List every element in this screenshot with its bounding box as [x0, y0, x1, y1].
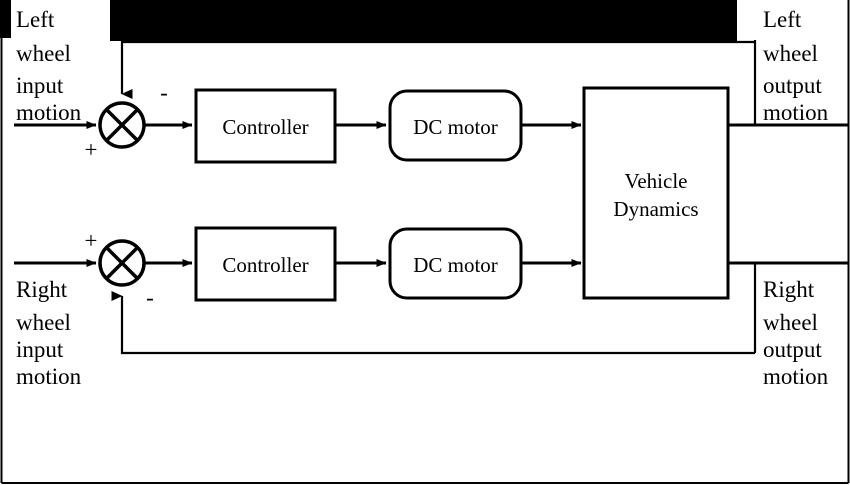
label-left-output-line3: output: [763, 73, 822, 98]
block-vehicle-dynamics: Vehicle Dynamics: [582, 86, 730, 300]
wire-bottom-feedback: [111, 291, 755, 355]
block-dcmotor-bottom-label: DC motor: [413, 253, 498, 277]
label-right-output-line2: wheel: [763, 310, 818, 335]
label-left-input-line2: wheel: [16, 41, 71, 66]
label-left-input-line3: input: [16, 73, 64, 98]
label-left-input-line1: Left: [16, 7, 55, 32]
sum-bottom: [98, 239, 146, 287]
block-dcmotor-top: DC motor: [388, 89, 523, 162]
sum-bottom-plus-sign: +: [85, 228, 98, 253]
block-dcmotor-bottom: DC motor: [388, 227, 523, 300]
sum-top-plus-sign: +: [85, 137, 98, 162]
label-right-output-line4: motion: [763, 364, 829, 389]
block-controller-bottom-label: Controller: [222, 253, 308, 277]
label-left-wheel-output-motion: Left wheel output motion: [763, 7, 829, 125]
label-right-input-line2: wheel: [16, 310, 71, 335]
sum-bottom-minus-sign: -: [146, 285, 154, 310]
sum-top-minus-sign: -: [160, 80, 168, 105]
label-right-input-line1: Right: [16, 277, 68, 302]
label-left-output-line2: wheel: [763, 41, 818, 66]
label-left-input-line4: motion: [16, 100, 82, 125]
label-left-output-line4: motion: [763, 100, 829, 125]
redaction-bar: [110, 0, 737, 41]
block-controller-top-label: Controller: [222, 115, 308, 139]
label-right-input-line3: input: [16, 337, 64, 362]
label-right-output-line3: output: [763, 337, 822, 362]
label-left-wheel-input-motion: Left wheel input motion: [16, 7, 82, 125]
label-right-input-line4: motion: [16, 364, 82, 389]
block-vehicle-dynamics-label-line2: Dynamics: [613, 197, 698, 221]
label-right-wheel-input-motion: Right wheel input motion: [16, 277, 82, 389]
sum-top: [98, 101, 146, 149]
block-dcmotor-top-label: DC motor: [413, 115, 498, 139]
wire-top-feedback: [120, 40, 755, 99]
block-vehicle-dynamics-label-line1: Vehicle: [625, 169, 688, 193]
block-controller-top: Controller: [194, 88, 337, 164]
label-left-output-line1: Left: [763, 7, 802, 32]
redaction-bar-corner: [0, 0, 11, 38]
label-right-output-line1: Right: [763, 277, 815, 302]
label-right-wheel-output-motion: Right wheel output motion: [763, 277, 829, 389]
block-controller-bottom: Controller: [194, 226, 337, 302]
